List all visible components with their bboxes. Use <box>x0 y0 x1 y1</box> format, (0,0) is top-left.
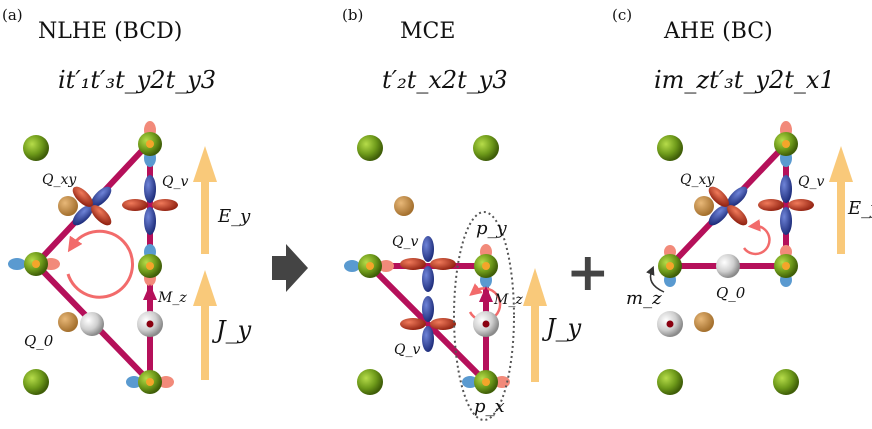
bronze-atom <box>694 312 714 332</box>
ey-arrow <box>829 146 853 254</box>
label-qv-top: Q_v <box>392 234 418 250</box>
label-q0: Q_0 <box>716 284 746 302</box>
vertex-atom-right <box>774 245 798 287</box>
label-qv: Q_v <box>162 174 188 190</box>
label-qxy: Q_xy <box>680 172 715 188</box>
panel-a: (a) NLHE (BCD) it′₁t′₃t_y2t_y3 <box>2 6 252 395</box>
label-mz: M_z <box>493 292 523 308</box>
ey-arrow <box>193 146 217 254</box>
plus-sign: + <box>566 242 610 303</box>
panel-c: (c) AHE (BC) im_zt′₃t_y2t_x1 <box>612 6 872 395</box>
label-q0: Q_0 <box>24 332 54 350</box>
qv-orbital-top <box>400 236 456 292</box>
panel-c-title: AHE (BC) <box>663 19 773 44</box>
vertex-atom-right <box>474 244 498 288</box>
panel-a-title: NLHE (BCD) <box>38 19 182 44</box>
label-px: p_x <box>474 396 505 417</box>
green-atom <box>23 369 49 395</box>
bronze-atom <box>58 312 78 332</box>
label-mz: M_z <box>157 290 187 306</box>
qxy-orbital <box>72 186 112 226</box>
vertex-atom-bottom <box>462 370 510 394</box>
green-atom <box>657 135 683 161</box>
green-atom <box>357 369 383 395</box>
vertex-atom-mid <box>138 244 162 286</box>
vertex-atom-bottom <box>126 370 174 394</box>
green-atom <box>657 369 683 395</box>
green-atom <box>357 135 383 161</box>
panel-c-formula: im_zt′₃t_y2t_x1 <box>654 66 835 94</box>
label-mz: m_z <box>626 288 662 309</box>
label-py: p_y <box>476 218 508 239</box>
label-ey: E_y <box>847 198 872 219</box>
panel-b-formula: t′₂t_x2t_y3 <box>382 66 508 94</box>
implies-arrow <box>272 244 308 292</box>
bronze-atom <box>58 196 78 216</box>
magnetic-atom <box>657 311 683 337</box>
label-jy: J_y <box>211 316 252 344</box>
vertex-atom-left <box>8 252 60 276</box>
jy-arrow <box>193 270 217 380</box>
label-jy: J_y <box>541 314 582 342</box>
panel-a-formula: it′₁t′₃t_y2t_y3 <box>58 66 216 94</box>
vertex-atom-left <box>344 254 394 278</box>
q0-atom <box>716 254 740 278</box>
panel-b: (b) MCE t′₂t_x2t_y3 <box>342 6 582 421</box>
mz-atom <box>473 286 499 337</box>
qv-orbital-bottom <box>400 296 456 352</box>
qv-orbital <box>122 175 178 235</box>
label-qv: Q_v <box>798 174 824 190</box>
green-atom <box>473 135 499 161</box>
bronze-atom <box>694 196 714 216</box>
panel-c-tag: (c) <box>612 6 632 24</box>
panel-a-tag: (a) <box>2 6 23 24</box>
mz-rotation-arrow <box>646 265 665 293</box>
bronze-atom <box>394 196 414 216</box>
label-qxy: Q_xy <box>42 172 77 188</box>
label-ey: E_y <box>217 206 251 227</box>
q0-atom <box>80 312 104 336</box>
qv-orbital <box>758 175 814 235</box>
vertex-atom-top <box>138 121 162 167</box>
jy-arrow <box>523 268 547 382</box>
current-loop <box>742 219 771 256</box>
panel-b-title: MCE <box>400 19 455 44</box>
vertex-atom-top <box>774 121 798 167</box>
panel-b-tag: (b) <box>342 6 363 24</box>
vertex-atom-left <box>658 245 682 287</box>
green-atom <box>23 135 49 161</box>
current-loop <box>66 229 135 299</box>
orbital-ellipse <box>453 211 515 421</box>
mz-atom <box>137 284 163 337</box>
label-qv-bottom: Q_v <box>394 342 420 358</box>
green-atom <box>773 369 799 395</box>
qxy-orbital <box>708 186 748 226</box>
